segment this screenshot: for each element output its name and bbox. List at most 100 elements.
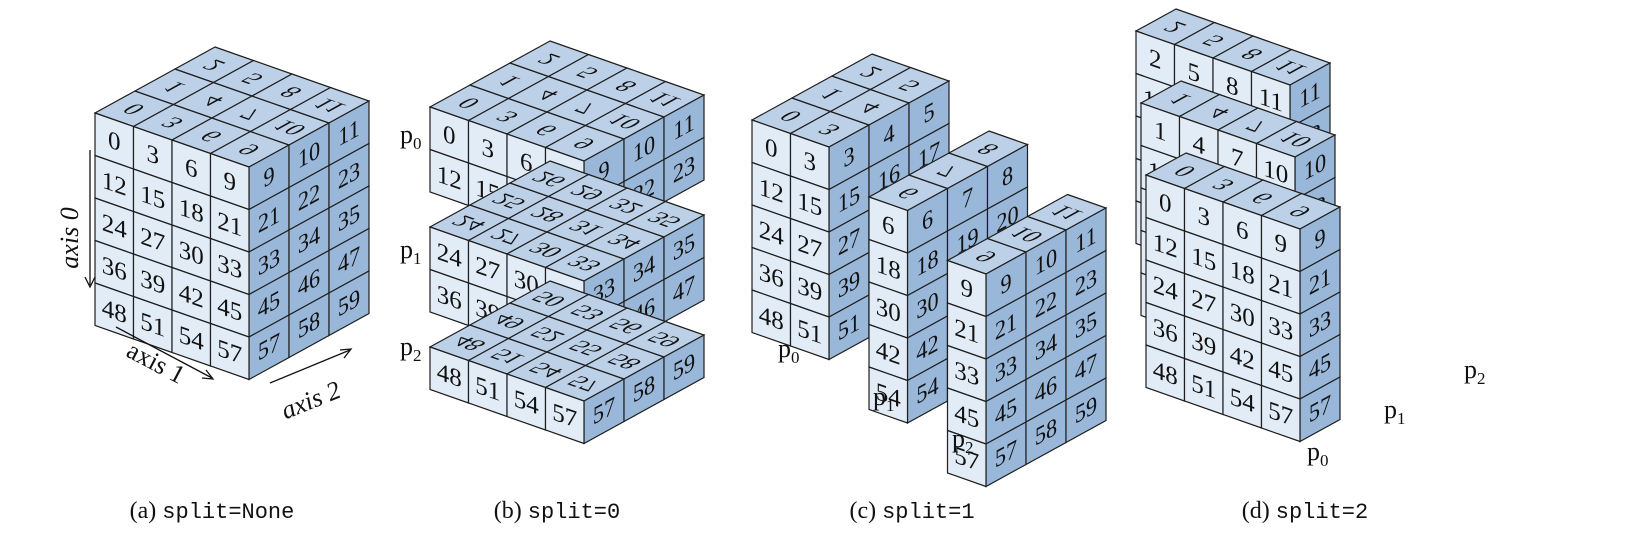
right-cell-value: 47: [1075, 348, 1097, 387]
right-cell: [1065, 376, 1107, 444]
panel-b-split-0: 0123456789101191011212223036912151821242…: [400, 40, 706, 445]
piece-0: 0123456789101191011212223333435454647575…: [93, 46, 371, 381]
right-cell: [663, 333, 705, 401]
front-cell-value: 2: [1149, 43, 1161, 76]
front-cell: [868, 366, 909, 424]
caption-b-code: split=0: [527, 500, 621, 525]
processor-label-0: p0: [1307, 437, 1329, 470]
caption-a-code: split=None: [162, 500, 295, 525]
front-cell-value: 6: [1236, 214, 1249, 247]
right-cell-value: 23: [673, 150, 695, 189]
right-cell-value: 21: [258, 200, 280, 239]
right-cell-value: 57: [1309, 390, 1331, 429]
right-cell-value: 35: [1075, 306, 1097, 345]
front-cell: [946, 429, 987, 488]
caption-a: (a) split=None: [130, 498, 295, 525]
right-cell: [663, 256, 705, 324]
right-cell-value: 22: [1035, 285, 1057, 324]
right-cell-value: 9: [1000, 268, 1011, 301]
axis-2-arrow: [269, 349, 351, 384]
right-cell-value: 58: [298, 306, 320, 345]
front-cell-value: 9: [224, 165, 236, 198]
caption-c-code: split=1: [882, 500, 975, 525]
axis-2-arrowhead: [339, 348, 353, 359]
front-cell-value: 1: [1154, 115, 1166, 148]
caption-c-prefix: (c): [849, 498, 877, 524]
axis-1-arrow: [115, 326, 213, 379]
right-cell-value: 30: [916, 286, 938, 325]
front-cell-value: 9: [1275, 227, 1287, 260]
right-cell-value: 18: [916, 244, 938, 283]
right-cell-value: 51: [838, 308, 860, 347]
right-cell-value: 59: [673, 348, 695, 387]
processor-label-1: p1: [400, 235, 422, 268]
right-cell-value: 33: [258, 243, 280, 282]
right-cell-value: 6: [922, 204, 933, 237]
front-cell-value: 8: [1226, 70, 1238, 103]
front-cell-value: 6: [185, 152, 198, 185]
right-cell-value: 11: [338, 114, 359, 153]
front-cell-value: 3: [1198, 200, 1210, 233]
right-cell-value: 5: [923, 97, 934, 130]
panel-c-split-1: 0123453451516172728293940415152530312152…: [750, 53, 1108, 488]
caption-c: (c) split=1: [849, 498, 974, 525]
right-cell-value: 11: [673, 108, 694, 147]
front-cell-value: 9: [961, 272, 973, 305]
piece-2: 9101191011212223333435454647575859921334…: [946, 193, 1108, 488]
axis-2-label: axis 2: [277, 375, 345, 425]
front-cell-value: 0: [1159, 187, 1171, 220]
caption-d: (d) split=2: [1242, 498, 1368, 525]
right-cell-value: 10: [633, 130, 655, 169]
front-cell-value: 5: [1188, 56, 1200, 89]
front-cell-value: 3: [482, 132, 494, 165]
right-cell-value: 59: [338, 284, 360, 323]
front-cell-value: 0: [765, 132, 777, 165]
right-cell-value: 45: [1309, 347, 1331, 386]
right-cell: [328, 269, 370, 337]
axis-0-arrowhead: [84, 276, 96, 289]
right-cell-value: 34: [298, 221, 321, 260]
right-cell-value: 22: [298, 178, 320, 217]
right-cell-value: 45: [995, 392, 1017, 431]
right-cell-value: 7: [962, 182, 973, 215]
front-cell-value: 6: [882, 209, 895, 242]
right-cell-value: 3: [843, 141, 854, 174]
right-cell-value: 21: [1309, 262, 1331, 301]
front-cell-value: 6: [520, 146, 533, 179]
front-cell: [544, 386, 585, 445]
front-cell-value: 3: [804, 145, 816, 178]
right-cell-value: 59: [1075, 391, 1097, 430]
right-cell-value: 35: [338, 199, 360, 238]
piece-0: 0123453451516172728293940415152530312152…: [750, 53, 951, 361]
processor-label-1: p1: [1384, 395, 1406, 428]
right-cell-value: 57: [258, 328, 280, 367]
processor-label-2: p2: [1464, 355, 1486, 388]
front-cell: [209, 322, 250, 381]
right-cell-value: 8: [1002, 160, 1013, 193]
right-cell-value: 33: [995, 350, 1017, 389]
right-cell-value: 58: [1035, 413, 1057, 452]
caption-b: (b) split=0: [494, 498, 620, 525]
right-cell-value: 57: [995, 435, 1017, 474]
right-cell-value: 23: [1075, 263, 1097, 302]
caption-d-code: split=2: [1275, 500, 1369, 525]
right-cell-value: 15: [838, 180, 860, 219]
front-cell-value: 3: [147, 138, 159, 171]
right-cell-value: 35: [673, 228, 695, 267]
front-cell: [1260, 384, 1301, 443]
right-cell-value: 27: [838, 223, 860, 262]
front-cell: [789, 302, 830, 361]
axis-1-arrowhead: [201, 369, 215, 380]
axis-annotations: [84, 150, 353, 384]
front-cell-value: 0: [108, 125, 120, 158]
right-cell-value: 11: [1299, 76, 1320, 115]
right-cell-value: 42: [916, 329, 938, 368]
caption-b-prefix: (b): [493, 498, 522, 524]
right-cell-value: 46: [298, 263, 320, 302]
right-cell-value: 46: [1035, 370, 1057, 409]
right-cell-value: 11: [1075, 221, 1096, 260]
right-cell-value: 4: [883, 119, 894, 152]
right-cell-value: 57: [593, 392, 615, 431]
right-cell-value: 10: [1304, 148, 1326, 187]
